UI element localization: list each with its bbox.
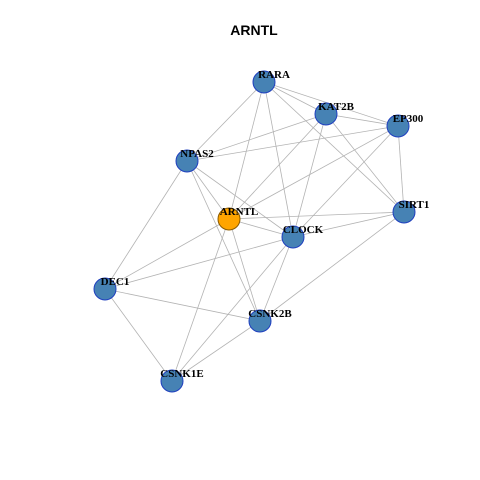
edge-kat2b-npas2	[186, 113, 327, 162]
node-label-kat2b: KAT2B	[318, 101, 355, 113]
node-sirt1: SIRT1	[392, 199, 430, 224]
edge-rara-sirt1	[263, 81, 405, 213]
node-label-sirt1: SIRT1	[399, 199, 430, 211]
edge-npas2-dec1	[104, 160, 188, 290]
edge-sirt1-csnk2b	[259, 211, 405, 322]
edge-layer	[104, 81, 405, 382]
edge-rara-npas2	[186, 81, 265, 162]
edge-ep300-arntl	[228, 125, 399, 220]
node-label-csnk1e: CSNK1E	[160, 368, 203, 380]
node-label-dec1: DEC1	[101, 276, 130, 288]
edge-clock-csnk2b	[259, 236, 294, 322]
edge-rara-kat2b	[263, 81, 327, 115]
edge-npas2-arntl	[186, 160, 230, 220]
node-arntl: ARNTL	[217, 206, 259, 231]
edge-kat2b-sirt1	[325, 113, 405, 213]
node-circle-rara	[252, 70, 276, 94]
edge-ep300-sirt1	[397, 125, 405, 213]
node-circle-npas2	[175, 149, 199, 173]
node-rara: RARA	[252, 69, 290, 94]
node-circle-ep300	[386, 114, 410, 138]
node-circle-arntl	[217, 207, 241, 231]
node-circle-kat2b	[314, 102, 338, 126]
edge-arntl-dec1	[104, 218, 230, 290]
edge-clock-dec1	[104, 236, 294, 290]
edge-clock-sirt1	[292, 211, 405, 238]
edge-dec1-csnk2b	[104, 288, 261, 322]
node-npas2: NPAS2	[175, 148, 214, 173]
node-label-npas2: NPAS2	[180, 148, 214, 160]
edge-ep300-clock	[292, 125, 399, 238]
edge-csnk2b-csnk1e	[171, 320, 261, 382]
edge-kat2b-ep300	[325, 113, 399, 127]
edge-rara-arntl	[228, 81, 265, 220]
node-circle-sirt1	[392, 200, 416, 224]
node-clock: CLOCK	[281, 224, 324, 249]
edge-rara-clock	[263, 81, 294, 238]
node-label-ep300: EP300	[393, 113, 424, 125]
edge-arntl-csnk1e	[171, 218, 230, 382]
edge-npas2-csnk2b	[186, 160, 261, 322]
edge-npas2-clock	[186, 160, 294, 238]
node-label-arntl: ARNTL	[220, 206, 259, 218]
node-circle-dec1	[93, 277, 117, 301]
node-csnk2b: CSNK2B	[248, 308, 292, 333]
node-circle-csnk2b	[248, 309, 272, 333]
node-csnk1e: CSNK1E	[160, 368, 204, 393]
edge-arntl-sirt1	[228, 211, 405, 220]
node-label-clock: CLOCK	[283, 224, 324, 236]
node-label-rara: RARA	[258, 69, 290, 81]
edge-arntl-csnk2b	[228, 218, 261, 322]
diagram-title: ARNTL	[230, 22, 278, 38]
node-ep300: EP300	[386, 113, 424, 138]
node-dec1: DEC1	[93, 276, 130, 301]
edge-ep300-npas2	[186, 125, 399, 162]
edge-clock-csnk1e	[171, 236, 294, 382]
edge-dec1-csnk1e	[104, 288, 173, 382]
edge-kat2b-arntl	[228, 113, 327, 220]
node-circle-csnk1e	[160, 369, 184, 393]
node-circle-clock	[281, 225, 305, 249]
node-label-csnk2b: CSNK2B	[248, 308, 292, 320]
node-kat2b: KAT2B	[314, 101, 355, 126]
